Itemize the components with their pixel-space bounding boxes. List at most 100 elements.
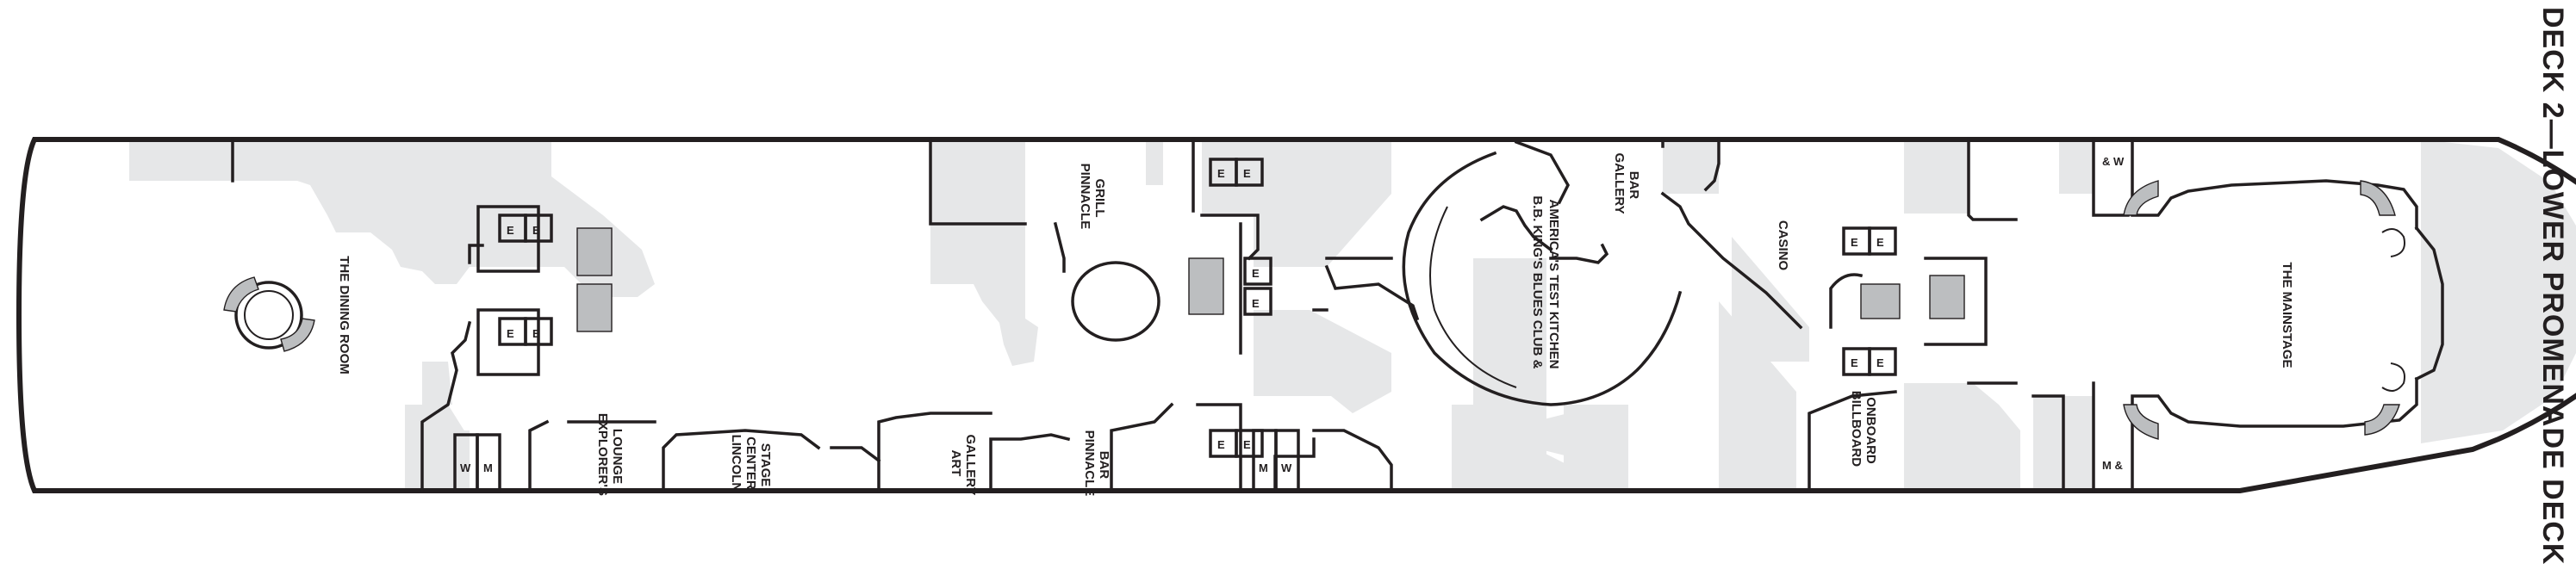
spiral-stair-fwd-upper-r <box>2360 180 2396 216</box>
elevator-marker: E <box>1252 267 1260 280</box>
elevator-marker: E <box>1876 236 1884 249</box>
elevator-aft-4 <box>524 317 553 346</box>
label-lincoln-2: CENTER <box>744 436 758 490</box>
label-mainstage: THE MAINSTAGE <box>2280 262 2294 368</box>
label-art-gallery: ART GALLERY <box>949 434 978 495</box>
bb-kings-venue <box>1402 139 1683 406</box>
wall-fwd-1 <box>1967 138 2018 221</box>
crew-area-fwd-4 <box>1904 139 1969 214</box>
label-pinnacle-bar-1: PINNACLE <box>1082 430 1097 497</box>
spiral-stair-aft-inner <box>244 290 294 340</box>
elevator-markers: E E E E E E E E E E E E E E <box>507 167 1884 451</box>
stairs-aft-upper <box>576 227 613 276</box>
label-pinnacle-grill-1: PINNACLE <box>1078 164 1092 230</box>
label-pinnacle-bar-2: BAR <box>1097 451 1111 480</box>
wall-grill-right <box>1053 221 1066 273</box>
wall-lincoln-2 <box>830 446 881 463</box>
elevator-marker: E <box>507 224 514 237</box>
label-billboard-onboard: BILLBOARD ONBOARD <box>1849 391 1878 471</box>
stair-well-fwd <box>1924 257 1988 346</box>
wall-explorers <box>528 419 550 492</box>
wall-casino-2 <box>1660 191 1803 330</box>
label-pinnacle-grill-2: GRILL <box>1092 179 1107 218</box>
bb-kings-outer-wall <box>1402 151 1683 406</box>
spiral-stair-aft <box>234 281 303 350</box>
stair-well-fwd-arch <box>1829 273 1864 329</box>
label-lincoln-1: LINCOLN <box>729 435 744 492</box>
wall-mainstage-bottom <box>2131 377 2418 492</box>
elevator-mid-6 <box>1235 429 1264 458</box>
restroom-women-marker: W <box>460 461 471 474</box>
restroom-women-accessible-marker: & W <box>2102 155 2125 168</box>
elevator-mid-3 <box>1243 257 1272 286</box>
label-gallery-bar: GALLERY BAR <box>1612 152 1641 217</box>
wall-mid-7 <box>1312 429 1393 492</box>
spiral-stair-fwd-upper-l <box>2123 180 2159 216</box>
crew-area-midship-1 <box>930 139 1038 366</box>
hull-outline <box>16 137 2576 493</box>
label-art-gallery-2: GALLERY <box>963 434 978 495</box>
bb-kings-stage-arc <box>1429 206 1517 388</box>
pinnacle-grill-round-feature <box>1071 261 1160 342</box>
restroom-markers: W M M W & W M & <box>453 155 2125 492</box>
stairs-midship <box>1188 257 1224 315</box>
restroom-men-marker: M <box>1259 461 1268 474</box>
crew-area-fwd-1 <box>1663 139 1719 194</box>
elevator-marker: E <box>507 327 514 340</box>
spiral-stair-fwd-curl-upper <box>2381 228 2405 257</box>
label-gallery-bar-1: GALLERY <box>1612 152 1627 214</box>
stairs-fwd-right <box>1929 275 1965 319</box>
wall-fwd-4 <box>2092 138 2130 217</box>
wall-mid-3 <box>1324 264 1420 321</box>
restroom-block-mid-w <box>1274 429 1300 492</box>
crew-area-midship-2 <box>1146 139 1163 185</box>
crew-area-fwd-3 <box>1564 405 1628 491</box>
label-gallery-bar-2: BAR <box>1627 171 1641 200</box>
stairs-aft-lower <box>576 283 613 332</box>
restroom-block-aft-m <box>476 433 501 492</box>
restroom-block-mid-m <box>1252 429 1278 492</box>
wall-billboard <box>1808 390 1897 492</box>
crew-area-midship-3 <box>1202 139 1391 267</box>
crew-area-aft-upper <box>129 139 655 297</box>
elevator-fwd-4 <box>1868 347 1897 376</box>
spiral-stair-fwd-lower-r <box>2364 404 2400 436</box>
wall-casino-3 <box>1703 138 1720 192</box>
restroom-women-marker: W <box>1281 461 1292 474</box>
wall-pinnacle-bar <box>1110 402 1174 492</box>
elevator-blocks <box>476 158 1988 458</box>
elevator-marker: E <box>1243 167 1251 180</box>
stairs-fwd-left <box>1860 283 1901 319</box>
label-dining-room: THE DINING ROOM <box>337 256 352 375</box>
label-bb-kings: B.B. KING'S BLUES CLUB & AMERICA'S TEST … <box>1530 195 1561 372</box>
elevator-marker: E <box>1217 167 1225 180</box>
wall-mid-2 <box>1200 214 1260 261</box>
interior-walls <box>231 138 2444 492</box>
elevator-marker: E <box>1876 356 1884 369</box>
spiral-stair-aft-treads-2 <box>280 318 315 352</box>
elevator-marker: E <box>1243 438 1251 451</box>
wall-art-left <box>877 412 992 492</box>
elevator-fwd-2 <box>1868 226 1897 256</box>
wall-art-right <box>989 433 1071 492</box>
elevator-marker: E <box>1851 356 1858 369</box>
label-explorers-lounge-2: LOUNGE <box>610 429 625 484</box>
elevator-bank-aft-upper <box>476 205 540 273</box>
crew-area-midship-7 <box>1473 258 1546 491</box>
elevator-aft-2 <box>524 214 553 243</box>
label-casino: CASINO <box>1776 220 1790 271</box>
spiral-stair-aft-treads-1 <box>223 276 259 313</box>
label-pinnacle-bar: PINNACLE BAR <box>1082 430 1111 500</box>
elevator-mid-4 <box>1243 287 1272 316</box>
label-bb-kings-1: B.B. KING'S BLUES CLUB & <box>1530 195 1545 368</box>
spiral-stair-fwd-curl-lower <box>2381 362 2405 392</box>
crew-area-fwd-2 <box>1732 237 1809 362</box>
label-lincoln-3: STAGE <box>758 443 773 487</box>
venue-labels: THE DINING ROOM EXPLORER'S LOUNGE LINCOL… <box>337 152 2294 500</box>
wall-mainstage-right <box>2414 226 2444 381</box>
crew-area-fwd-5 <box>2059 139 2094 194</box>
restroom-men-marker: M <box>483 461 493 474</box>
bb-kings-stage <box>1479 205 1553 252</box>
spiral-stairs <box>223 180 2405 440</box>
deck-title: DECK 2—LOWER PROMENADE DECK <box>2536 7 2569 565</box>
